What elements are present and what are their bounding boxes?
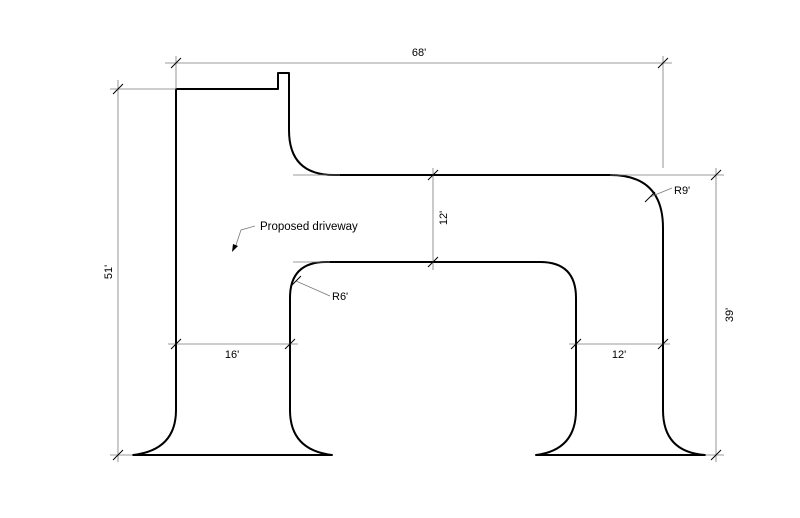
driveway-note-label: Proposed driveway <box>260 221 358 233</box>
inner-radius-label: R6' <box>332 291 348 303</box>
dimension-overall-width: 68' <box>165 47 672 168</box>
dimension-right-leg-width: 12' <box>569 338 670 361</box>
dimension-left-leg-width: 16' <box>168 338 298 361</box>
note-leader-arrow <box>232 244 238 252</box>
outer-radius-callout: R9' <box>644 185 690 203</box>
dimension-neck-width: 12' <box>293 168 450 270</box>
right-height-label: 39' <box>724 308 736 322</box>
driveway-outline <box>132 72 706 456</box>
dimension-overall-height: 51' <box>103 80 176 462</box>
left-leg-width-label: 16' <box>225 349 239 361</box>
neck-width-label: 12' <box>438 211 450 225</box>
outer-radius-label: R9' <box>674 185 690 197</box>
driveway-note: Proposed driveway <box>232 221 358 252</box>
overall-width-label: 68' <box>412 47 426 59</box>
inner-radius-callout: R6' <box>290 275 348 303</box>
note-leader-line <box>234 225 256 249</box>
right-leg-width-label: 12' <box>612 349 626 361</box>
dimension-right-height: 39' <box>610 168 736 462</box>
overall-height-label: 51' <box>103 265 115 279</box>
